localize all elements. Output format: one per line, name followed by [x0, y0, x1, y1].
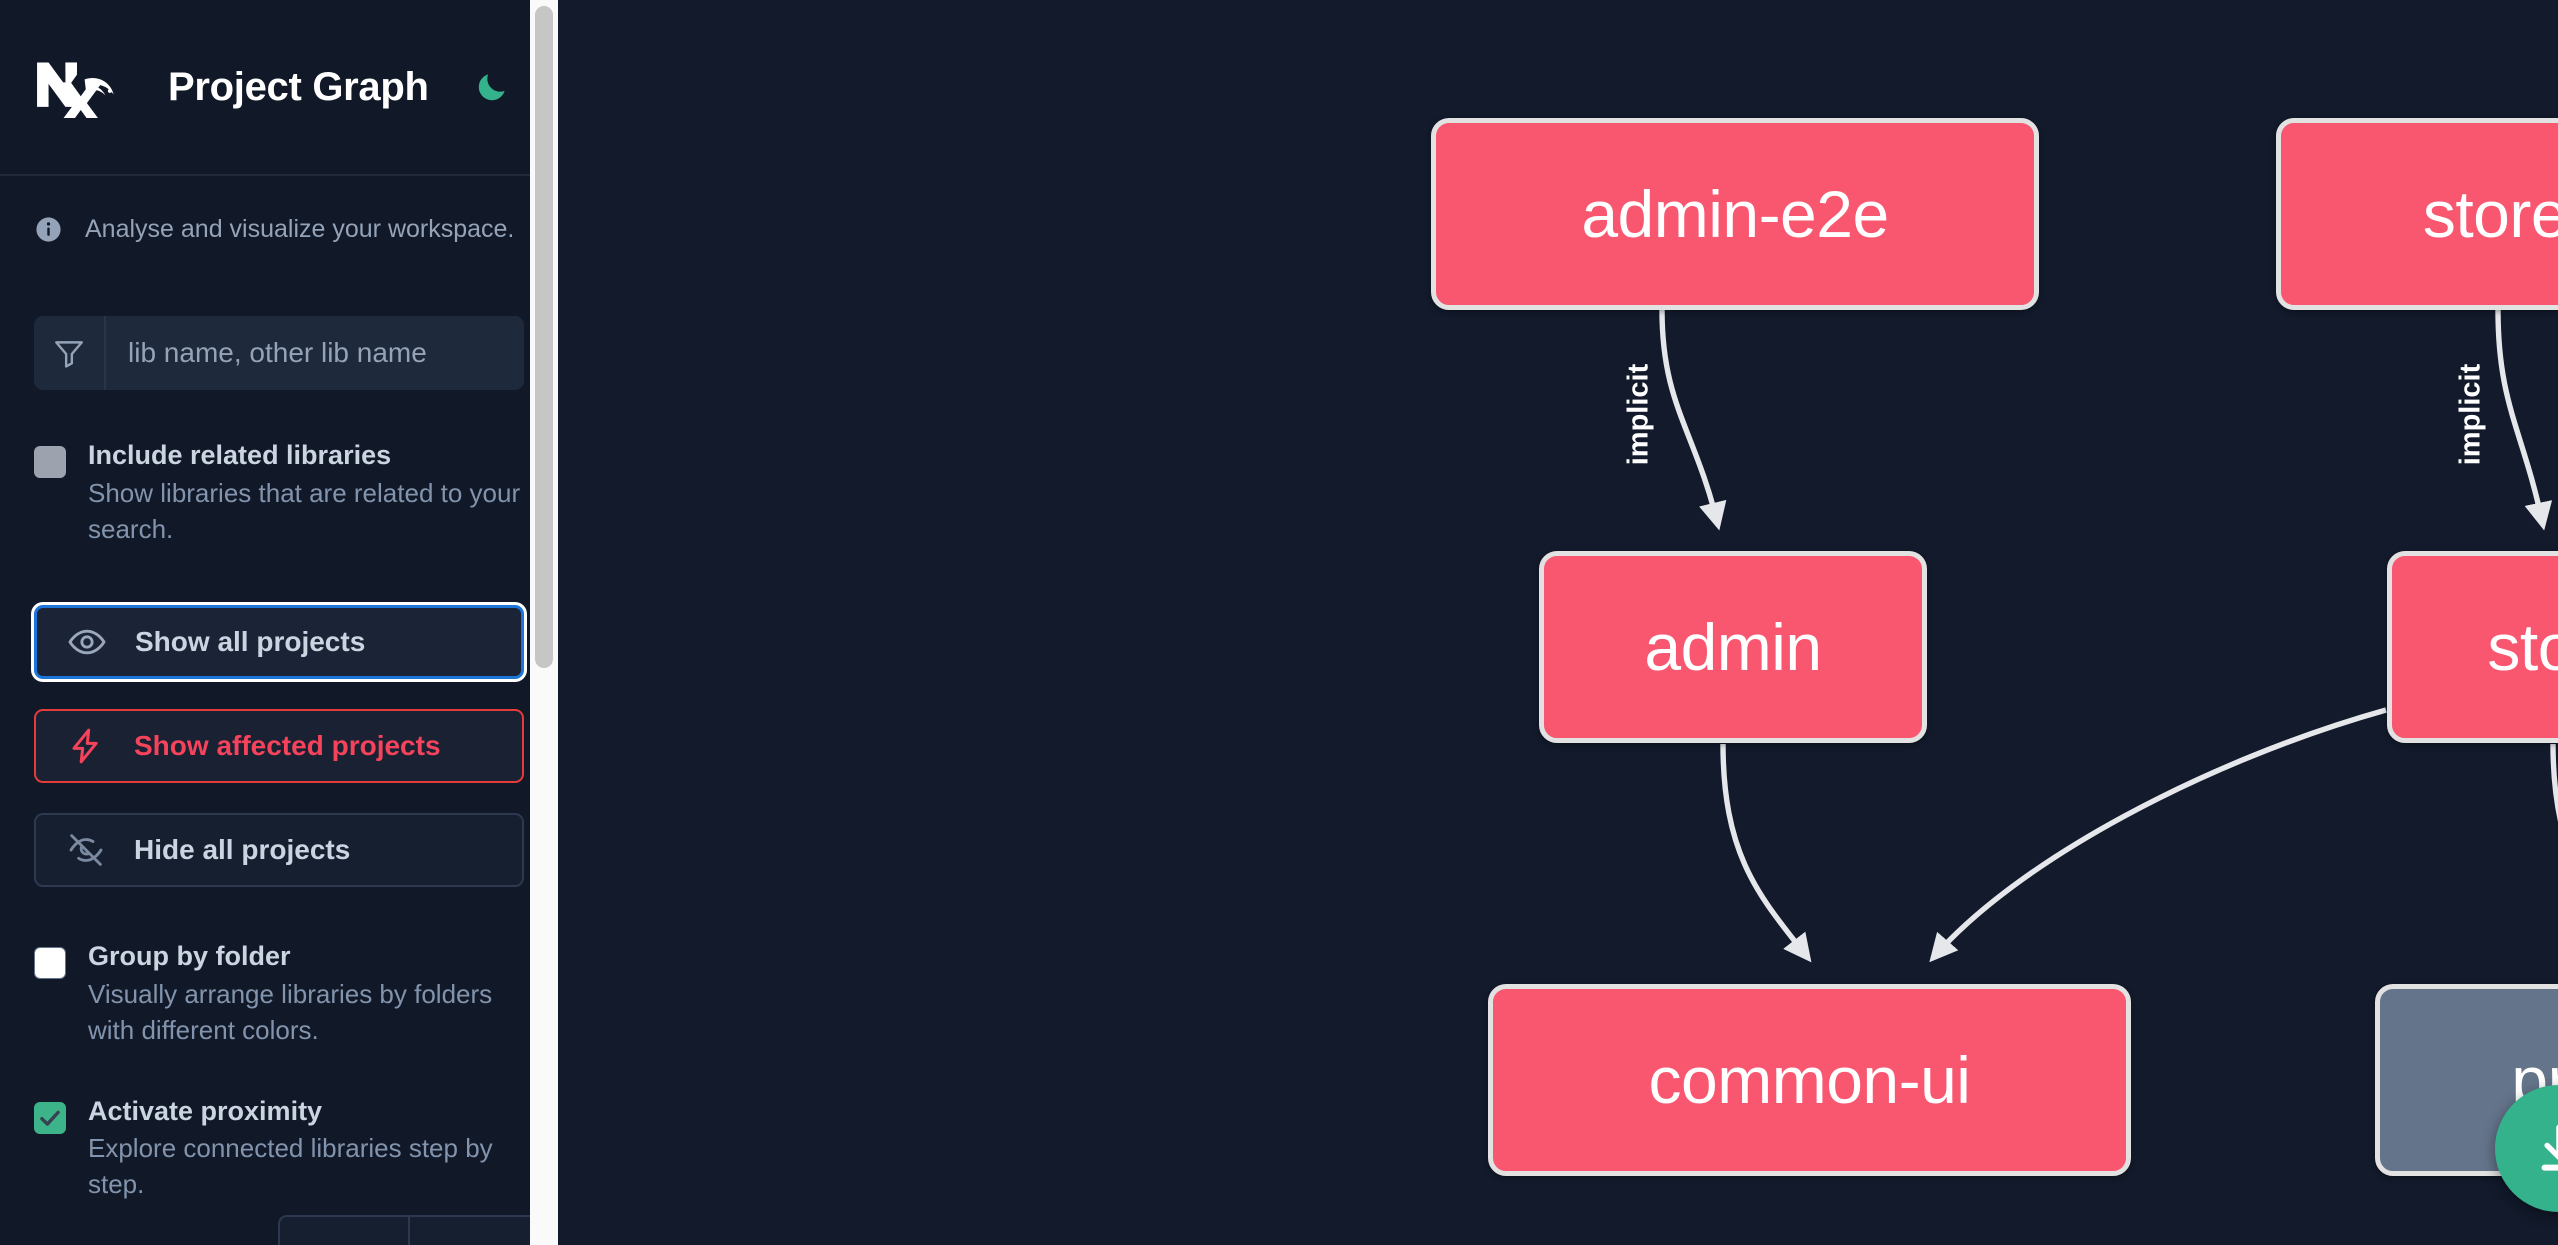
sidebar-scrollbar-track[interactable]: [530, 0, 558, 1245]
group-by-folder-description: Visually arrange libraries by folders wi…: [88, 979, 493, 1045]
include-related-libraries-description: Show libraries that are related to your …: [88, 477, 521, 544]
edge-store-products: [2550, 743, 2558, 823]
checkbox-row-activate-proximity[interactable]: Activate proximity Explore connected lib…: [34, 1094, 524, 1203]
edge-admin-e2e-admin: [1659, 309, 1727, 531]
eye-off-icon: [66, 830, 106, 870]
group-by-folder-checkbox[interactable]: [34, 947, 66, 980]
nx-logo-icon: [34, 56, 126, 124]
show-affected-projects-button[interactable]: Show affected projects: [34, 709, 524, 784]
tagline: Analyse and visualize your workspace.: [34, 176, 524, 250]
download-icon: [2541, 1124, 2558, 1171]
proximity-segment-2[interactable]: [410, 1217, 540, 1245]
include-related-libraries-label: Include related libraries: [88, 440, 392, 470]
include-related-libraries-checkbox[interactable]: [34, 446, 66, 478]
project-visibility-buttons: Show all projects Show affected projects: [34, 605, 524, 888]
edge-admin-common-ui: [1720, 743, 1812, 963]
check-icon: [40, 1110, 60, 1126]
edge-store-common-ui: [1929, 707, 2387, 963]
include-related-libraries-labels: Include related libraries Show libraries…: [88, 438, 524, 547]
activate-proximity-labels: Activate proximity Explore connected lib…: [88, 1094, 524, 1203]
edge-store-e2e-store: [2495, 309, 2553, 531]
filter-field[interactable]: [34, 316, 524, 390]
group-by-folder-label: Group by folder: [88, 941, 291, 972]
search-input[interactable]: [106, 316, 524, 390]
node-label: store-e2e: [2422, 177, 2558, 251]
activate-proximity-label: Activate proximity: [88, 1095, 323, 1126]
node-label: common-ui: [1648, 1043, 1971, 1117]
graph-canvas[interactable]: admin-e2e store-e2e admin store common-u…: [558, 0, 2558, 1245]
graph-node-admin[interactable]: admin: [1539, 551, 1927, 743]
proximity-segmented-control[interactable]: [278, 1215, 558, 1245]
node-label: admin: [1644, 610, 1822, 684]
sidebar: Project Graph Analyse and visualize your…: [0, 0, 558, 1245]
hide-all-projects-button[interactable]: Hide all projects: [34, 813, 524, 888]
moon-icon[interactable]: [469, 64, 515, 110]
tagline-text: Analyse and visualize your workspace.: [85, 215, 515, 243]
activate-proximity-checkbox[interactable]: [34, 1101, 66, 1134]
show-all-projects-label: Show all projects: [135, 626, 366, 658]
checkbox-row-group-by-folder[interactable]: Group by folder Visually arrange librari…: [34, 939, 524, 1048]
lightning-icon: [66, 726, 106, 766]
activate-proximity-description: Explore connected libraries step by step…: [88, 1133, 493, 1200]
funnel-icon: [34, 316, 106, 390]
page-title: Project Graph: [168, 64, 429, 109]
sidebar-header: Project Graph: [0, 0, 558, 176]
graph-node-admin-e2e[interactable]: admin-e2e: [1431, 118, 2039, 310]
node-label: store: [2487, 610, 2558, 684]
info-icon: [34, 215, 63, 244]
checkbox-row-include-related-libraries[interactable]: Include related libraries Show libraries…: [34, 438, 524, 547]
sidebar-scrollbar-thumb[interactable]: [535, 6, 553, 668]
graph-node-store[interactable]: store: [2387, 551, 2558, 743]
show-affected-projects-label: Show affected projects: [134, 730, 441, 762]
graph-node-store-e2e[interactable]: store-e2e: [2276, 118, 2558, 310]
group-by-folder-labels: Group by folder Visually arrange librari…: [88, 939, 524, 1048]
show-all-projects-button[interactable]: Show all projects: [34, 605, 524, 680]
sidebar-body: Analyse and visualize your workspace. In…: [0, 176, 558, 1203]
node-label: admin-e2e: [1581, 177, 1889, 251]
graph-node-common-ui[interactable]: common-ui: [1488, 984, 2131, 1176]
eye-icon: [67, 622, 107, 662]
proximity-segment-1[interactable]: [280, 1217, 410, 1245]
graph-edges: [1659, 309, 2558, 963]
hide-all-projects-label: Hide all projects: [134, 834, 351, 866]
